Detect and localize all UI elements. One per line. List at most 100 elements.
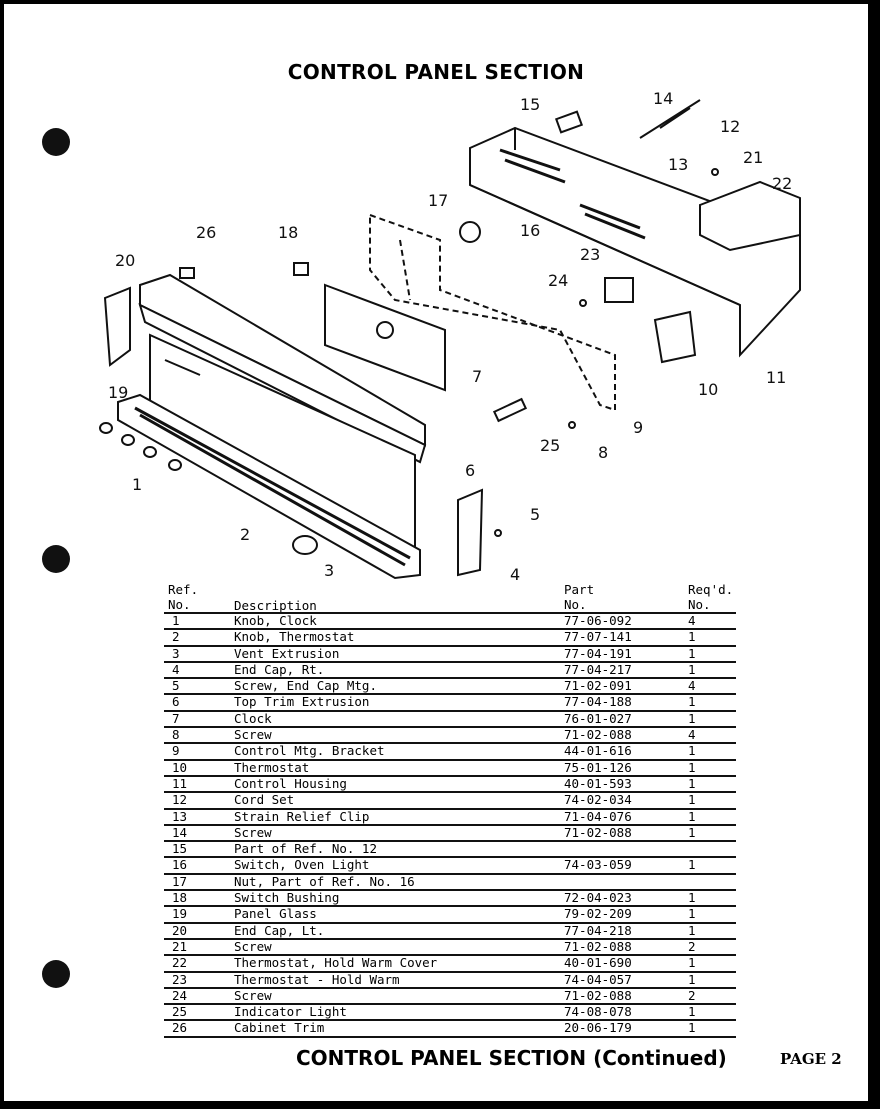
- description-cell: Control Mtg. Bracket: [234, 743, 385, 759]
- ref-cell: 7: [172, 710, 180, 726]
- header-ref: Ref. No.: [168, 582, 199, 612]
- req-qty-cell: 1: [688, 645, 696, 661]
- callout-label: 17: [428, 191, 448, 210]
- header-part: Part No.: [564, 582, 595, 612]
- ref-cell: 12: [172, 792, 188, 808]
- punch-hole-middle: [42, 545, 70, 573]
- page-title: CONTROL PANEL SECTION: [287, 60, 585, 84]
- description-cell: Screw, End Cap Mtg.: [234, 678, 377, 694]
- part-number-cell: 77-06-092: [564, 613, 632, 628]
- ref-cell: 20: [172, 922, 188, 938]
- description-cell: Cord Set: [234, 792, 295, 808]
- description-cell: End Cap, Lt.: [234, 922, 325, 938]
- hold-warm-thermostat: [604, 277, 634, 303]
- ref-cell: 3: [172, 645, 180, 661]
- part-number-cell: 71-02-088: [564, 938, 632, 954]
- part-number-cell: 77-07-141: [564, 629, 632, 645]
- description-cell: Clock: [234, 710, 272, 726]
- callout-label: 6: [465, 461, 475, 480]
- part-number-cell: 77-04-217: [564, 661, 632, 677]
- cord-set: [639, 99, 701, 139]
- callout-label: 4: [510, 565, 520, 584]
- cabinet-trim-part: [179, 267, 195, 279]
- description-cell: Part of Ref. No. 12: [234, 841, 377, 857]
- req-qty-cell: 1: [688, 743, 696, 759]
- header-description: Description: [234, 598, 317, 613]
- callout-label: 25: [540, 436, 560, 455]
- part-number-cell: 76-01-027: [564, 710, 632, 726]
- callout-label: 18: [278, 223, 298, 242]
- callout-label: 19: [108, 383, 128, 402]
- req-qty-cell: 4: [688, 727, 696, 743]
- punch-hole-top: [42, 128, 70, 156]
- ref-cell: 13: [172, 808, 188, 824]
- req-qty-cell: 1: [688, 955, 696, 971]
- part-number-cell: 74-03-059: [564, 857, 632, 873]
- footer-title: CONTROL PANEL SECTION (Continued): [296, 1046, 727, 1070]
- ref-cell: 25: [172, 1004, 188, 1020]
- description-cell: Screw: [234, 824, 272, 840]
- description-cell: Vent Extrusion: [234, 645, 340, 661]
- callout-label: 20: [115, 251, 135, 270]
- req-qty-cell: 1: [688, 710, 696, 726]
- req-qty-cell: 1: [688, 694, 696, 710]
- part-number-cell: 71-02-088: [564, 824, 632, 840]
- ref-cell: 23: [172, 971, 188, 987]
- part-number-cell: 20-06-179: [564, 1020, 632, 1036]
- req-qty-cell: 1: [688, 661, 696, 677]
- req-qty-cell: 1: [688, 629, 696, 645]
- thermostat-part: [653, 310, 697, 364]
- req-qty-cell: 1: [688, 971, 696, 987]
- document-page: [4, 4, 868, 1101]
- req-qty-cell: 1: [688, 808, 696, 824]
- callout-label: 7: [472, 367, 482, 386]
- part-number-cell: 74-08-078: [564, 1004, 632, 1020]
- callout-label: 23: [580, 245, 600, 264]
- part-number-cell: 77-04-188: [564, 694, 632, 710]
- ref-cell: 19: [172, 906, 188, 922]
- callout-label: 22: [772, 174, 792, 193]
- ref-cell: 24: [172, 987, 188, 1003]
- req-qty-cell: 1: [688, 792, 696, 808]
- req-qty-cell: 1: [688, 1004, 696, 1020]
- vent-extrusion: [117, 393, 421, 580]
- part-number-cell: 71-02-088: [564, 987, 632, 1003]
- callout-label: 16: [520, 221, 540, 240]
- callout-label: 1: [132, 475, 142, 494]
- ref-cell: 2: [172, 629, 180, 645]
- callout-label: 26: [196, 223, 216, 242]
- callout-label: 9: [633, 418, 643, 437]
- ref-cell: 1: [172, 613, 180, 628]
- ref-cell: 22: [172, 955, 188, 971]
- ref-cell: 15: [172, 841, 188, 857]
- req-qty-cell: 1: [688, 1020, 696, 1036]
- part-number-cell: 71-02-091: [564, 678, 632, 694]
- description-cell: Screw: [234, 727, 272, 743]
- part-number-cell: 44-01-616: [564, 743, 632, 759]
- callout-label: 21: [743, 148, 763, 167]
- part-number-cell: 74-02-034: [564, 792, 632, 808]
- parts-table-header: Ref. No. Description Part No. Req'd. No.: [164, 582, 736, 614]
- callout-label: 2: [240, 525, 250, 544]
- punch-hole-bottom: [42, 960, 70, 988]
- part-number-cell: 72-04-023: [564, 890, 632, 906]
- description-cell: Top Trim Extrusion: [234, 694, 370, 710]
- req-qty-cell: 1: [688, 906, 696, 922]
- part-number-cell: 77-04-191: [564, 645, 632, 661]
- ref-cell: 18: [172, 890, 188, 906]
- description-cell: Nut, Part of Ref. No. 16: [234, 873, 415, 889]
- description-cell: Thermostat: [234, 759, 310, 775]
- description-cell: Switch, Oven Light: [234, 857, 370, 873]
- ref-cell: 5: [172, 678, 180, 694]
